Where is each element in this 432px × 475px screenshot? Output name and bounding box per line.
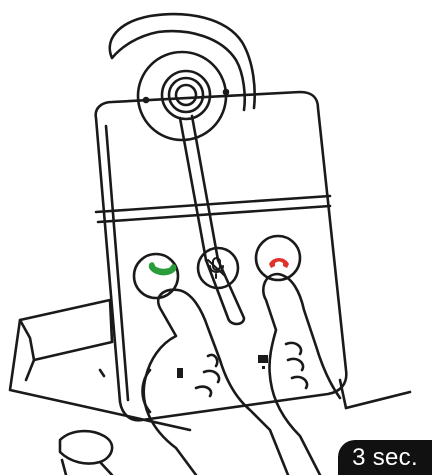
- answer-button-ring: [134, 254, 178, 298]
- base-body: [96, 92, 347, 420]
- port-icon: [258, 355, 268, 369]
- phone-hangup-icon: [269, 258, 289, 268]
- timer-badge: 3 sec.: [338, 440, 432, 475]
- timer-text: 3 sec.: [352, 444, 418, 472]
- base-dock: [20, 300, 112, 360]
- port-icon: [177, 368, 183, 378]
- left-hand: [144, 290, 288, 475]
